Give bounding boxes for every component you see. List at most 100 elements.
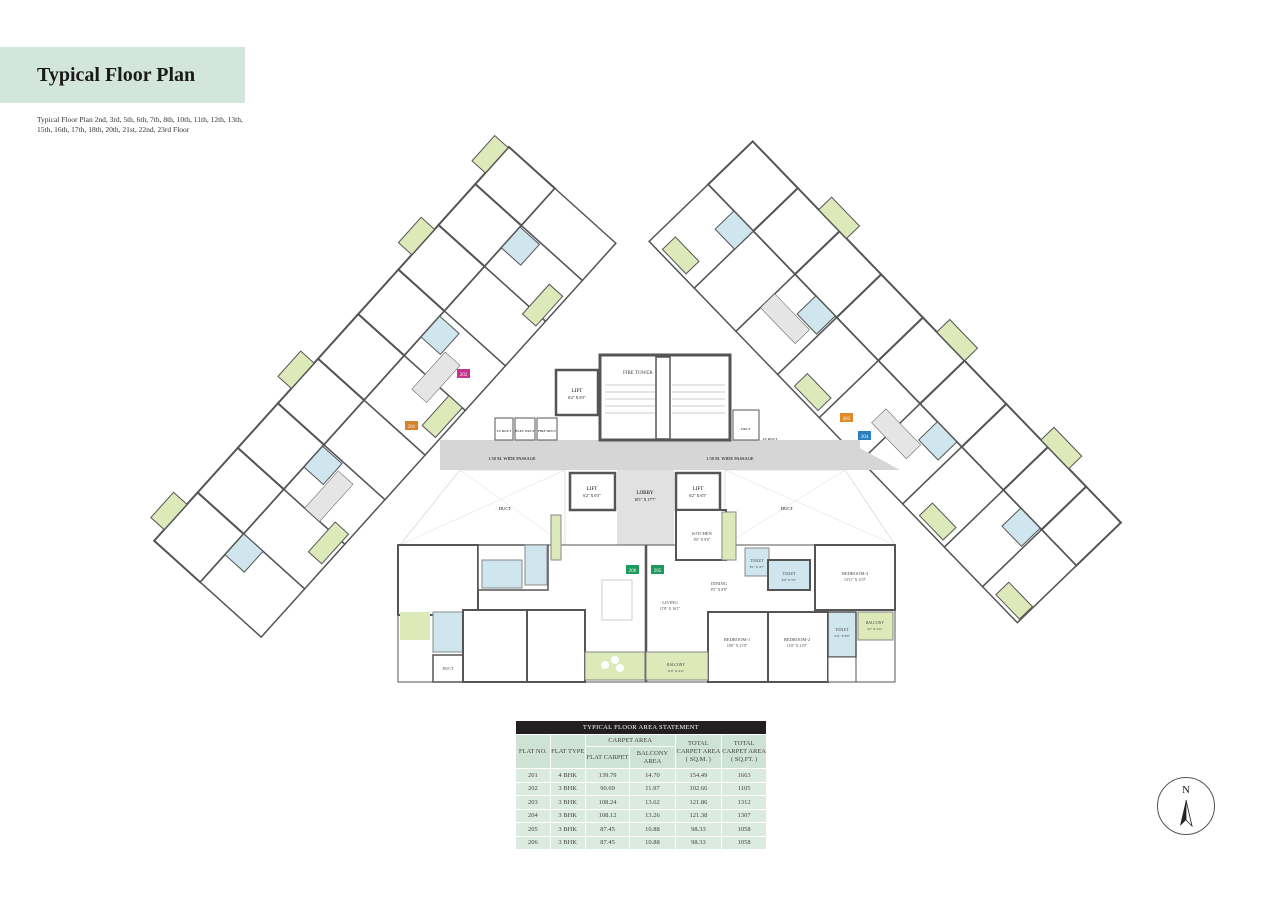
unit-badges: 201 202 203 204 205 206 (405, 369, 871, 574)
table-cell: 10.88 (629, 822, 676, 837)
lift-left-label: LIFT (587, 487, 598, 492)
bedroom-3-label: BEDROOM-3 (842, 571, 869, 576)
table-cell: 154.49 (674, 768, 723, 783)
flat-205-labels: KITCHEN 8'0" X 9'0" DINING 8'5" X 8'8" L… (660, 531, 885, 673)
balcony (995, 581, 1034, 620)
toilet-size: 4'11" X 8'0" (834, 634, 851, 638)
table-cell: 203 (515, 795, 551, 810)
balcony (918, 502, 957, 541)
table-cell: 87.45 (584, 835, 631, 850)
balcony (397, 216, 436, 256)
kitchen-counter (871, 408, 922, 460)
balcony (793, 372, 832, 412)
lobby (617, 470, 674, 545)
table-cell: 1105 (721, 781, 767, 796)
toilet (303, 445, 343, 486)
passage-left-label: 1.50 M. WIDE PASSAGE (488, 456, 536, 461)
area-statement-table: TYPICAL FLOOR AREA STATEMENT FLAT NO. FL… (515, 720, 767, 850)
table-cell: 3 BHK (549, 795, 586, 810)
balcony (277, 350, 315, 390)
north-compass: N (1157, 777, 1215, 835)
table-cell: 13.62 (629, 795, 676, 810)
passage-floor (440, 440, 860, 470)
balcony-label: BALCONY (667, 663, 686, 667)
table-cell: 11.97 (629, 781, 676, 796)
bedroom-2-label: BEDROOM-2 (784, 637, 810, 642)
unit-number: 204 (861, 435, 869, 440)
toilet (500, 226, 541, 266)
lift-left-size: 6'2" X 6'5" (583, 493, 601, 498)
bedroom-1-label: BEDROOM-1 (724, 637, 750, 642)
core: FIRE TOWER LIFT 6'2" X 6'5" LV DUCT ELEC… (399, 353, 900, 546)
table-cell: 3 BHK (549, 822, 586, 837)
duct-label: LV DUCT (497, 429, 513, 433)
header-flat-carpet: FLAT CARPET (584, 746, 631, 769)
unit-number: 201 (408, 425, 416, 430)
table-cell: 139.79 (584, 768, 631, 783)
table-cell: 87.45 (584, 822, 631, 837)
table-cell: 3 BHK (549, 808, 586, 823)
duct-bottom-label: DUCT (443, 666, 454, 671)
bedroom-1-size: 10'0" X 11'0" (727, 644, 748, 648)
bedroom-3-size: 13'11" X 11'0" (844, 578, 867, 582)
living-size: 11'8" X 16'1" (660, 607, 681, 611)
table-cell: 4 BHK (549, 768, 586, 783)
table-cell: 1312 (721, 795, 767, 810)
duct-left-label: DUCT (499, 506, 512, 511)
compass-label: N (1182, 784, 1190, 796)
table-cell: 98.33 (674, 835, 723, 850)
toilet-label: TOILET (835, 628, 849, 632)
kitchen-label: KITCHEN (692, 531, 712, 536)
balcony-label: BALCONY (866, 621, 885, 625)
toilet (1001, 507, 1041, 548)
header-carpet-area: CARPET AREA (584, 734, 676, 747)
header-total-sqft: TOTAL CARPET AREA ( SQ.FT. ) (721, 734, 767, 769)
table-cell: 1058 (721, 822, 767, 837)
table-cell: 3 BHK (549, 835, 586, 850)
unit-number: 206 (629, 569, 637, 574)
lift-right-label: LIFT (693, 487, 704, 492)
table-cell: 3 BHK (549, 781, 586, 796)
duct-label: ELEC DUCT (515, 429, 535, 433)
toilet-size: 8'0" X 5'0" (782, 578, 797, 582)
balcony (471, 134, 509, 174)
balcony (421, 395, 464, 439)
header-balcony-area: BALCONY AREA (629, 746, 676, 769)
kitchen-counter (760, 293, 810, 345)
title-band: Typical Floor Plan (0, 47, 245, 103)
balcony-size: 4'2" X 4'11" (867, 627, 884, 631)
unit-badge-206 (626, 565, 639, 574)
unit-number: 203 (843, 417, 851, 422)
header-total-sqm: TOTAL CARPET AREA ( SQ.M. ) (674, 734, 723, 769)
duct-label: DUCT (741, 427, 751, 431)
table-cell: 13.26 (629, 808, 676, 823)
toilet (224, 533, 264, 573)
balcony (661, 236, 700, 275)
kitchen-counter (304, 470, 354, 522)
balcony (936, 318, 979, 362)
duct-right-label: DUCT (781, 506, 794, 511)
table-cell: 121.38 (674, 808, 723, 823)
unit-badge-205 (651, 565, 664, 574)
bedroom-2-size: 11'0" X 11'0" (787, 644, 808, 648)
header-flat-no: FLAT NO. (515, 734, 551, 769)
table-cell: 206 (515, 835, 551, 850)
balcony (307, 521, 350, 565)
table-cell: 1058 (721, 835, 767, 850)
table-cell: 102.66 (674, 781, 723, 796)
header-flat-type: FLAT TYPE (549, 734, 586, 769)
unit-badge-202 (457, 369, 470, 378)
unit-badge-201 (405, 421, 418, 430)
passage-right-label: 1.50 M. WIDE PASSAGE (706, 456, 754, 461)
table-cell: 108.12 (584, 808, 631, 823)
lift-top-size: 6'2" X 6'5" (568, 395, 586, 400)
table-cell: 205 (515, 822, 551, 837)
living-label: LIVING (662, 600, 678, 605)
table-cell: 121.86 (674, 795, 723, 810)
lobby-size: 10'1" X 17'7" (634, 497, 656, 502)
